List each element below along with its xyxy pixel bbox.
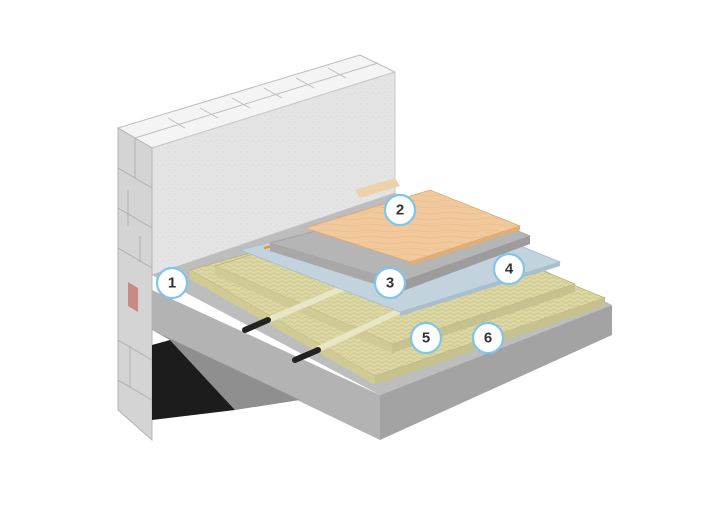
pipe-1 [242,317,271,333]
wall-side-face [117,127,153,442]
slab-underside [152,330,300,410]
wall-dpc-strip [128,282,138,312]
callout-4: 4 [492,252,526,286]
callout-2-label: 2 [396,202,404,219]
pipe-2 [292,347,321,363]
callout-6: 6 [471,321,505,355]
wall-recess-shadow [152,340,235,420]
callout-5: 5 [409,321,443,355]
callout-2: 2 [383,193,417,227]
slab-front [380,305,612,440]
callout-3-label: 3 [386,275,394,292]
callout-5-label: 5 [422,330,430,347]
masonry-wall [116,54,397,442]
callout-6-label: 6 [484,330,492,347]
callout-1-label: 1 [168,275,176,292]
callout-3: 3 [373,266,407,300]
callout-4-label: 4 [505,261,514,278]
slab-left [152,290,380,440]
skirting-board [355,178,400,198]
callout-1: 1 [155,266,189,300]
